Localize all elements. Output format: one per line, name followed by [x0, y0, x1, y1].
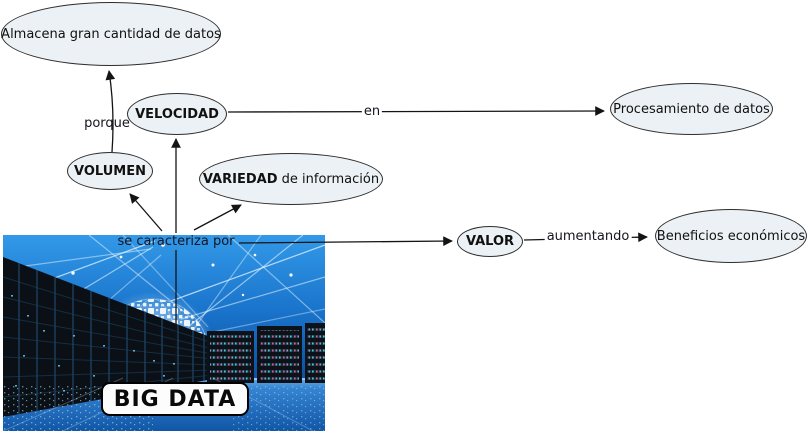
node-procesamiento-de-datos[interactable]: Procesamiento de datos — [610, 83, 773, 135]
node-velocidad[interactable]: VELOCIDAD — [127, 93, 227, 135]
node-beneficios-economicos[interactable]: Beneficios económicos — [655, 209, 807, 263]
node-valor[interactable]: VALOR — [457, 226, 523, 257]
node-almacena-gran-cantidad[interactable]: Almacena gran cantidad de datos — [1, 2, 221, 66]
linking-phrase-se-caracteriza-por[interactable]: se caracteriza por — [117, 233, 235, 249]
linking-phrase-porque[interactable]: porque — [84, 115, 130, 131]
edge-bigdata-volumen — [129, 193, 163, 232]
edge-bigdata-variedad — [193, 204, 242, 231]
edge-volumen-almacena — [105, 70, 116, 153]
node-variedad-bold-text: VARIEDAD — [202, 171, 278, 187]
edge-velocidad-procesamiento — [227, 106, 605, 116]
node-variedad-rest-text: de información — [277, 171, 380, 187]
edge-bigdata-valor — [238, 236, 453, 246]
node-volumen[interactable]: VOLUMEN — [67, 152, 153, 190]
node-variedad[interactable]: VARIEDAD de información — [199, 153, 383, 205]
big-data-root-label[interactable]: BIG DATA — [101, 382, 249, 416]
linking-phrase-en[interactable]: en — [361, 103, 383, 120]
linking-phrase-aumentando[interactable]: aumentando — [544, 228, 632, 245]
server-racks-right — [207, 323, 325, 383]
